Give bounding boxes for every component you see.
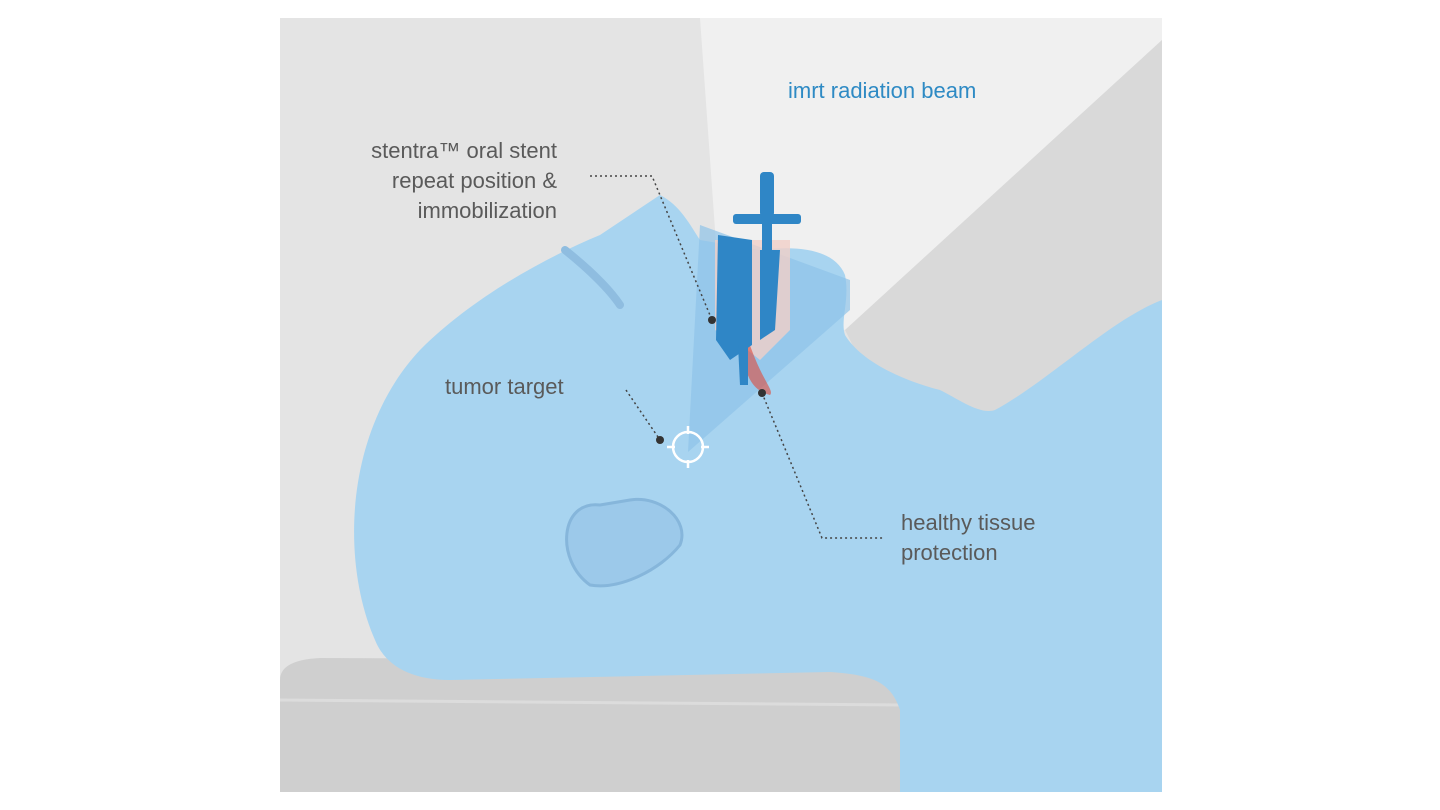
head-silhouette bbox=[354, 195, 1162, 792]
stent-marker-dot bbox=[708, 316, 716, 324]
tumor-marker-dot bbox=[656, 436, 664, 444]
nose-shading bbox=[561, 246, 624, 309]
stent-leader-line bbox=[590, 175, 713, 321]
stent-label: stentra™ oral stent repeat position & im… bbox=[300, 136, 557, 226]
pillow bbox=[280, 658, 900, 792]
tissue-label: healthy tissue protection bbox=[901, 508, 1036, 568]
ear bbox=[565, 497, 684, 588]
tumor-label: tumor target bbox=[445, 374, 564, 399]
tumor-leader-line bbox=[625, 389, 661, 441]
stent-label-line: stentra™ oral stent bbox=[371, 138, 557, 163]
oral-stent bbox=[716, 172, 801, 385]
stent-label-line: immobilization bbox=[417, 198, 557, 223]
leader-lines bbox=[590, 175, 885, 539]
tissue-marker-dot bbox=[758, 389, 766, 397]
tissue-leader-line bbox=[761, 392, 885, 539]
stent-label-line: repeat position & bbox=[391, 168, 557, 193]
beam-shadow bbox=[845, 40, 1162, 415]
tumor-target-reticle bbox=[667, 426, 709, 468]
tissue-label-line: protection bbox=[901, 540, 998, 565]
beam-label: imrt radiation beam bbox=[788, 78, 977, 103]
tissue-label-line: healthy tissue bbox=[901, 510, 1036, 535]
pillow-highlight bbox=[279, 698, 901, 707]
tissue-highlight bbox=[743, 330, 771, 395]
